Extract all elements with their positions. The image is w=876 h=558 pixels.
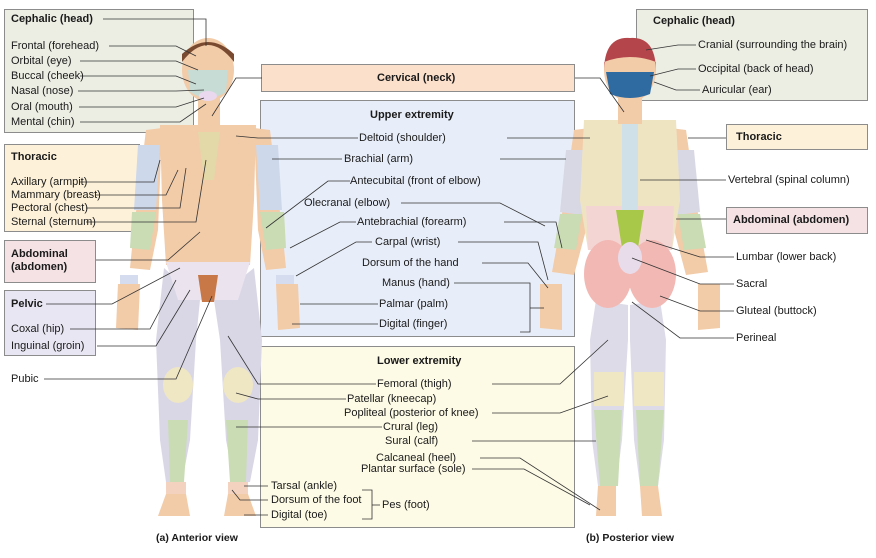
buccal-label: Buccal (cheek) [11, 70, 84, 82]
anterior-head-box [4, 9, 194, 133]
lower-extremity-title: Lower extremity [377, 355, 462, 367]
sacral-label: Sacral [736, 278, 768, 290]
calcaneal-label: Calcaneal (heel) [376, 452, 457, 464]
pelvic-label: Pelvic [11, 298, 43, 310]
dorsum-hand-label: Dorsum of the hand [362, 257, 459, 269]
posterior-abdominal-label: Abdominal (abdomen) [733, 214, 850, 226]
tarsal-label: Tarsal (ankle) [271, 480, 338, 492]
posterior-abdominal-box [726, 207, 868, 234]
mammary-label: Mammary (breast) [11, 189, 101, 201]
oral-label: Oral (mouth) [11, 101, 73, 113]
crural-label: Crural (leg) [383, 421, 439, 433]
sural-label: Sural (calf) [385, 435, 439, 447]
popliteal-label: Popliteal (posterior of knee) [344, 407, 479, 419]
leader-lines [44, 18, 734, 520]
olecranal-label: Olecranal (elbow) [304, 197, 391, 209]
posterior-head-box [636, 9, 868, 101]
perineal-label: Perineal [736, 332, 777, 344]
mental-label: Mental (chin) [11, 116, 75, 128]
cranial-label: Cranial (surrounding the brain) [698, 39, 848, 51]
lower-extremity-box [260, 346, 575, 528]
cervical-label: Cervical (neck) [377, 72, 456, 84]
anterior-body [116, 38, 300, 516]
femoral-label: Femoral (thigh) [377, 378, 452, 390]
auricular-label: Auricular (ear) [702, 84, 772, 96]
posterior-body [540, 37, 720, 516]
pubic-label: Pubic [11, 373, 39, 385]
inguinal-label: Inguinal (groin) [11, 340, 85, 352]
anterior-caption: (a) Anterior view [156, 532, 238, 544]
coxal-label: Coxal (hip) [11, 323, 65, 335]
anterior-abdominal-label: Abdominal(abdomen) [11, 248, 68, 273]
axillary-label: Axillary (armpit) [11, 176, 88, 188]
palmar-label: Palmar (palm) [379, 298, 449, 310]
manus-label: Manus (hand) [382, 277, 450, 289]
occipital-label: Occipital (back of head) [698, 63, 814, 75]
anterior-thoracic-label: Thoracic [11, 151, 57, 163]
anterior-thoracic-box [4, 144, 140, 232]
antecubital-label: Antecubital (front of elbow) [350, 175, 481, 187]
cervical-box [261, 64, 575, 92]
digital-toe-label: Digital (toe) [271, 509, 328, 521]
anterior-pelvic-box [4, 290, 96, 356]
dorsum-foot-label: Dorsum of the foot [271, 494, 362, 506]
gluteal-label: Gluteal (buttock) [736, 305, 817, 317]
orbital-label: Orbital (eye) [11, 55, 72, 67]
pes-label: Pes (foot) [382, 499, 430, 511]
digital-finger-label: Digital (finger) [379, 318, 448, 330]
nasal-label: Nasal (nose) [11, 85, 74, 97]
lumbar-label: Lumbar (lower back) [736, 251, 837, 263]
posterior-thoracic-box [726, 124, 868, 150]
frontal-label: Frontal (forehead) [11, 40, 100, 52]
posterior-thoracic-label: Thoracic [736, 131, 782, 143]
upper-extremity-title: Upper extremity [370, 109, 454, 121]
upper-extremity-box [260, 100, 575, 337]
antebrachial-label: Antebrachial (forearm) [357, 216, 467, 228]
anterior-abdominal-box [4, 240, 96, 283]
patellar-label: Patellar (kneecap) [347, 393, 437, 405]
vertebral-label: Vertebral (spinal column) [728, 174, 850, 186]
posterior-caption: (b) Posterior view [586, 532, 675, 544]
anterior-cephalic-label: Cephalic (head) [11, 13, 93, 25]
deltoid-label: Deltoid (shoulder) [359, 132, 446, 144]
carpal-label: Carpal (wrist) [375, 236, 441, 248]
plantar-label: Plantar surface (sole) [361, 463, 466, 475]
pectoral-label: Pectoral (chest) [11, 202, 89, 214]
brachial-label: Brachial (arm) [344, 153, 414, 165]
posterior-cephalic-label: Cephalic (head) [653, 15, 735, 27]
sternal-label: Sternal (sternum) [11, 216, 96, 228]
